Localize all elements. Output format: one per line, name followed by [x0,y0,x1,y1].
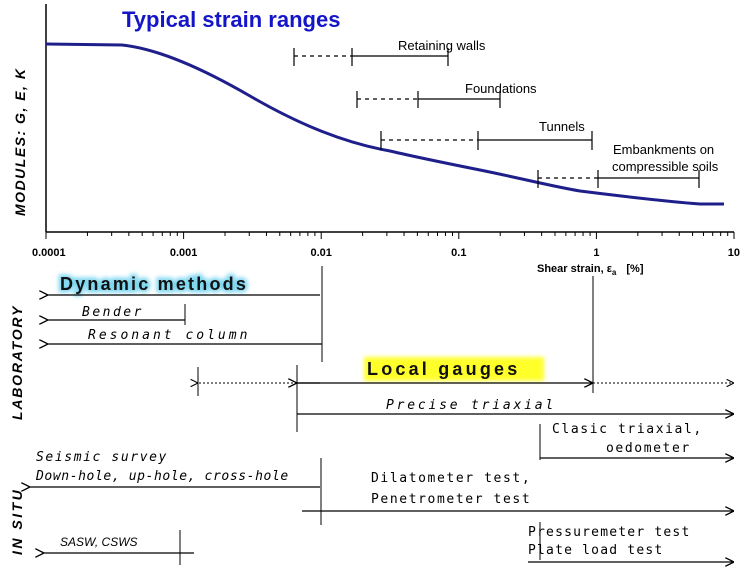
local-gauges-highlight [364,357,544,381]
bender: Bender [48,305,185,320]
dilatometer-penetrometer: Dilatometer test, Penetrometer test [302,471,734,511]
range-foundations: Foundations [356,81,537,108]
embankments-label-line2: compressible soils [612,159,719,174]
tick-label: 1 [593,247,599,259]
dynamic-methods-label: Dynamic methods [60,274,248,294]
bender-label: Bender [82,305,144,320]
x-axis-label: Shear strain, εa[%] [537,263,644,277]
tick-label: 0.0001 [32,247,66,259]
tunnels-label: Tunnels [539,119,585,134]
modulus-degradation-curve [45,42,724,206]
plate-load-label: Plate load test [528,543,663,558]
resonant-column-label: Resonant column [88,328,250,343]
tick-label: 10 [728,247,740,259]
resonant-column: Resonant column [48,328,322,344]
dynamic-methods-glow: Dynamic methods [60,274,248,294]
local-gauges: Local gauges [198,357,734,383]
range-tunnels: Tunnels [380,119,593,150]
sasw-csws: SASW, CSWS [44,535,194,553]
local-gauges-label: Local gauges [367,359,520,379]
clasic-triaxial: Clasic triaxial, oedometer [540,422,734,458]
seismic-survey-label: Seismic survey [36,450,168,465]
tick-label: 0.01 [310,247,331,259]
dynamic-methods: Dynamic methods Dynamic methods [48,272,320,295]
clasic-triaxial-label-line2: oedometer [606,441,691,456]
range-embankments: Embankments on compressible soils [537,142,719,188]
x-axis-ticks [45,232,735,239]
down-hole-label: Down-hole, up-hole, cross-hole [35,469,289,484]
tick-label: 0.001 [170,247,198,259]
x-axis-tick-labels: 0.0001 0.001 0.01 0.1 1 10 [32,247,740,259]
sasw-label: SASW, CSWS [60,535,138,549]
range-retaining-walls: Retaining walls [293,38,486,66]
foundations-label: Foundations [465,81,537,96]
clasic-triaxial-label-line1: Clasic triaxial, [552,422,703,437]
y-axis-label: MODULES: G, E, K [12,68,28,216]
embankments-label-line1: Embankments on [613,142,714,157]
precise-triaxial: Precise triaxial [297,398,734,414]
structure-strain-ranges: Retaining walls Foundations Tunnels Emba… [293,38,719,188]
penetrometer-label: Penetrometer test [371,492,531,507]
pressuremeter-plate-load: Pressuremeter test Plate load test [528,525,734,562]
diagram-title: Typical strain ranges [122,7,340,32]
laboratory-section-label: LABORATORY [9,305,25,420]
dilatometer-label: Dilatometer test, [371,471,531,486]
in-situ-section-label: IN SITU [9,488,25,555]
tick-label: 0.1 [451,247,466,259]
retaining-walls-label: Retaining walls [398,38,486,53]
pressuremeter-label: Pressuremeter test [528,525,690,540]
precise-triaxial-label: Precise triaxial [386,398,556,413]
seismic-survey: Seismic survey Down-hole, up-hole, cross… [30,450,320,487]
